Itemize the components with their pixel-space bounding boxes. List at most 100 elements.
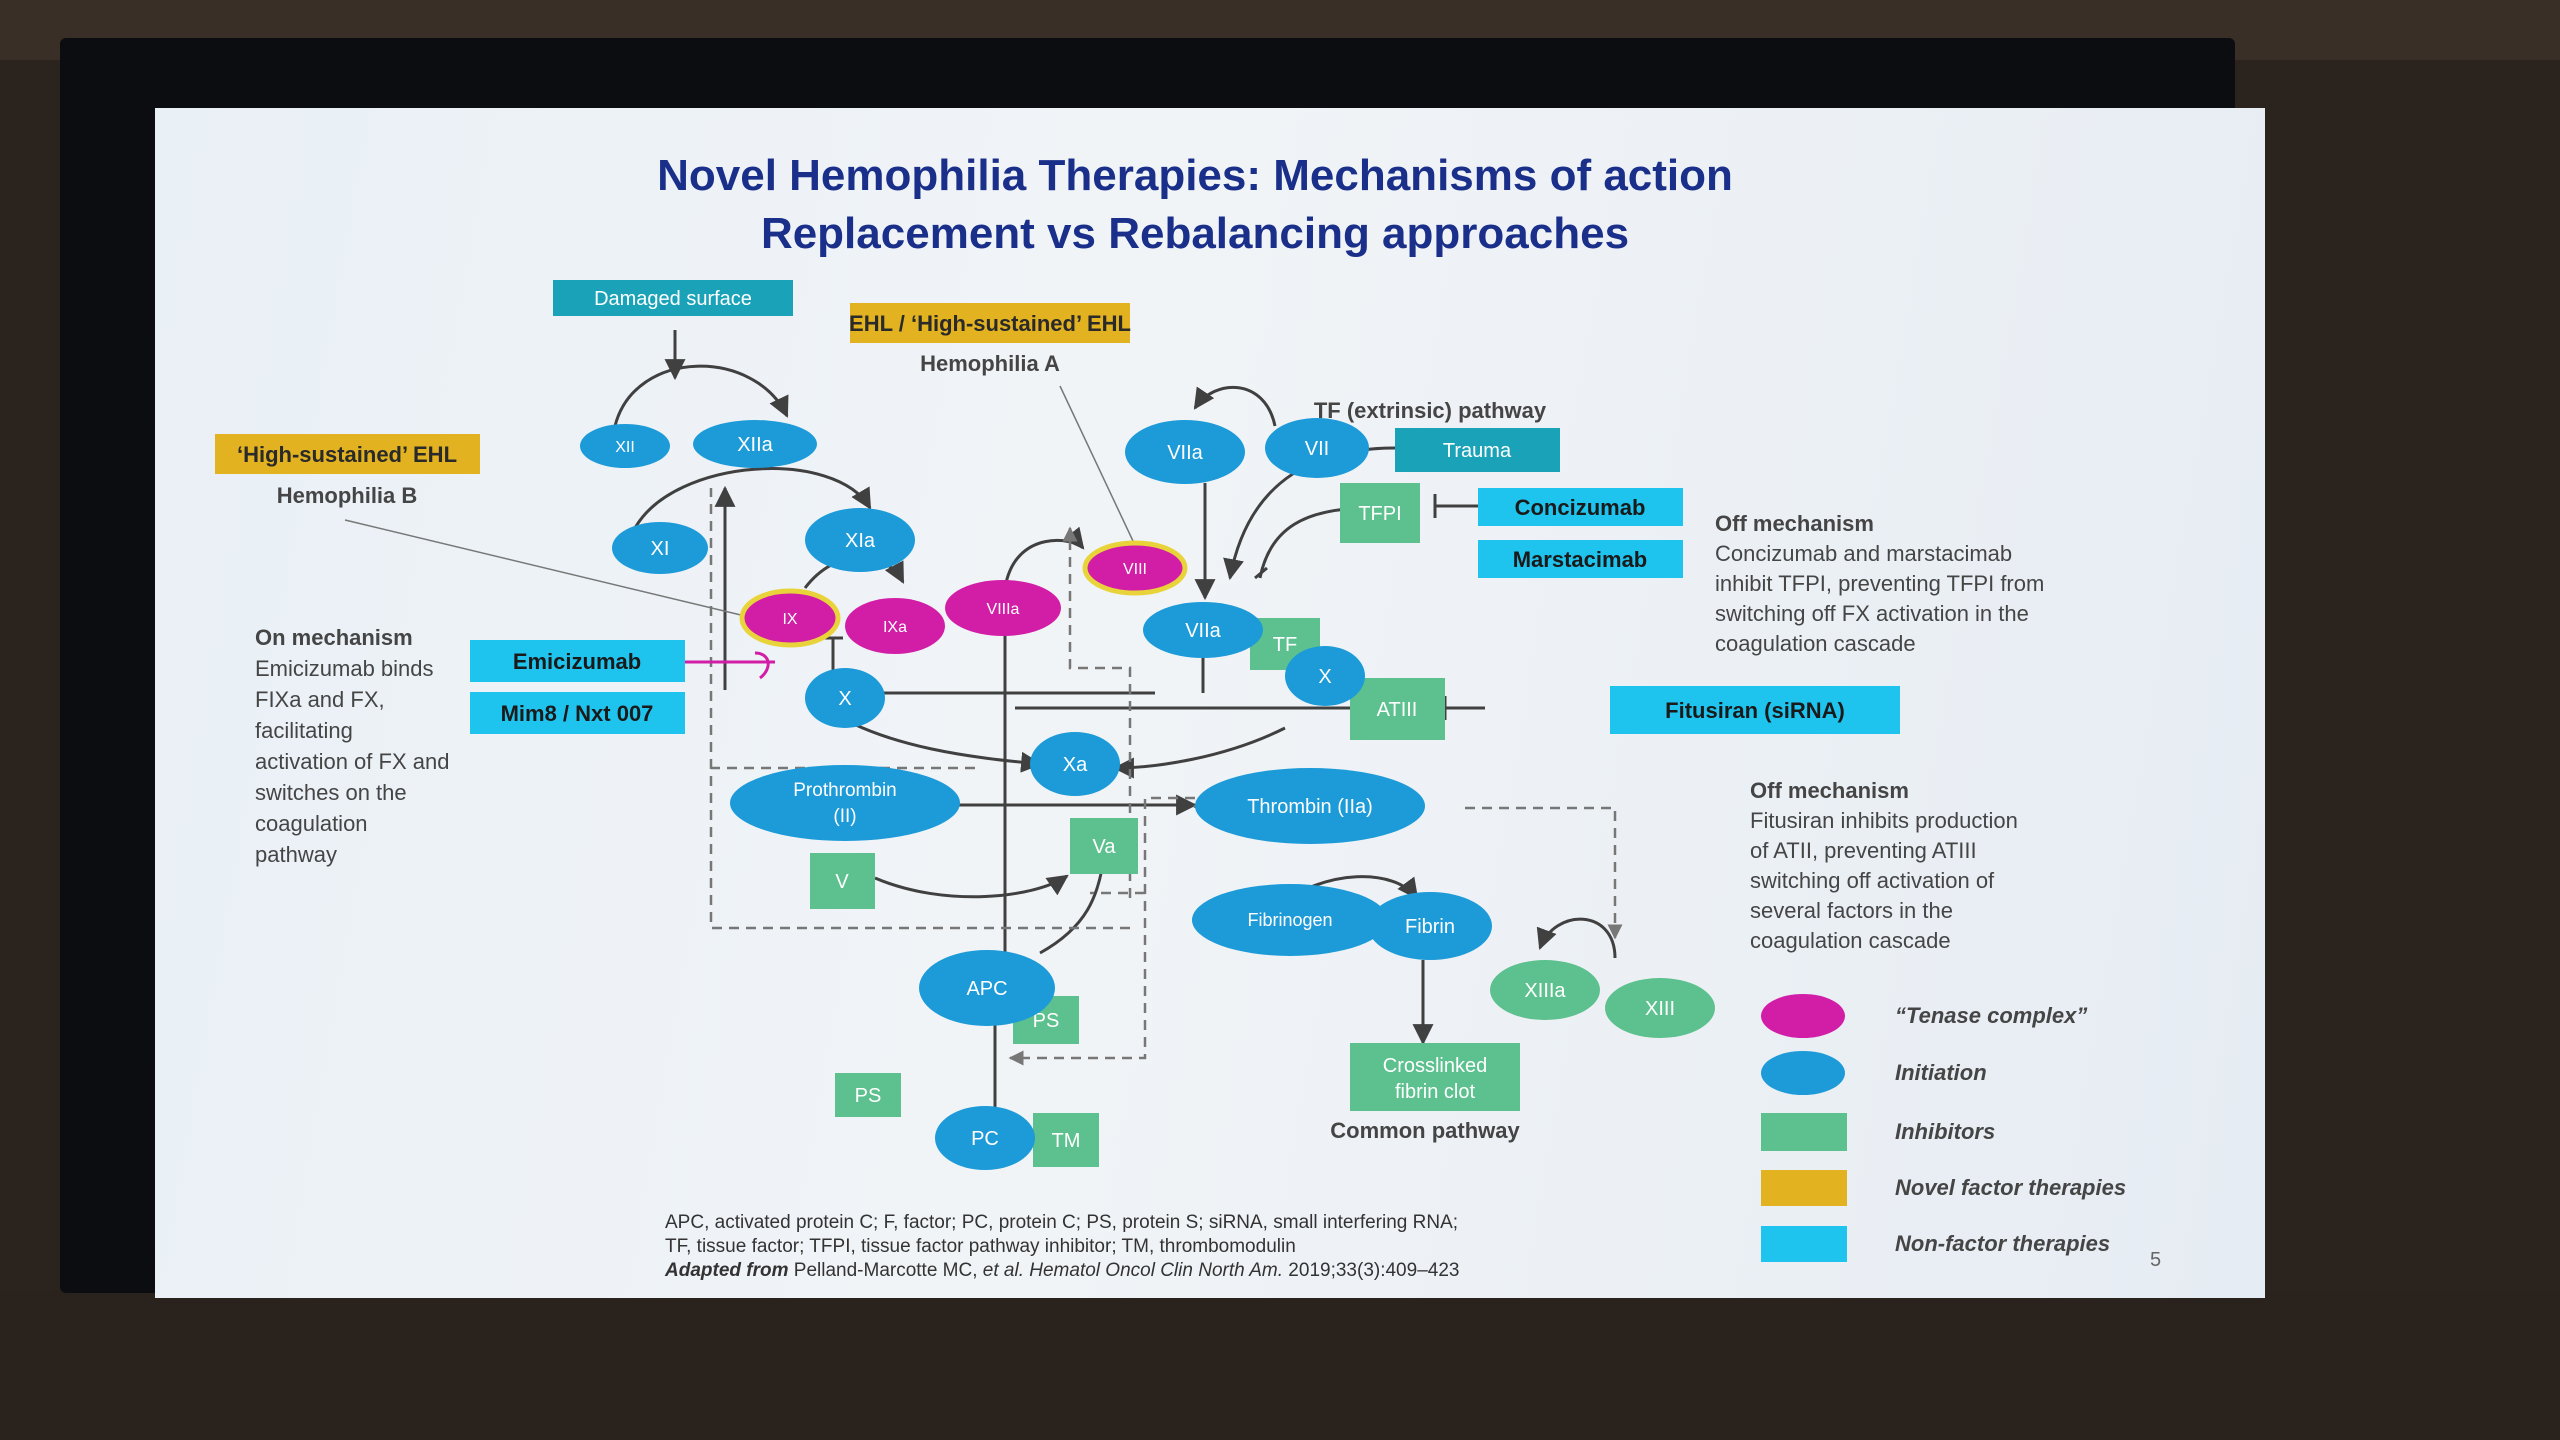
svg-text:TM: TM <box>1052 1130 1081 1152</box>
node-xi: XI <box>612 522 708 574</box>
tm-box: TM <box>1033 1113 1099 1167</box>
svg-text:TF: TF <box>1273 634 1297 656</box>
svg-text:Xa: Xa <box>1063 754 1088 776</box>
svg-text:VIIa: VIIa <box>1167 442 1203 464</box>
ehl-hemophilia-a-box: EHL / ‘High-sustained’ EHL <box>849 303 1131 343</box>
svg-text:Non-factor therapies: Non-factor therapies <box>1895 1231 2110 1256</box>
legend-item-novel-factor: Novel factor therapies <box>1761 1170 2126 1206</box>
svg-text:Fibrinogen: Fibrinogen <box>1247 910 1332 930</box>
crosslinked-fibrin-clot-box: Crosslinked fibrin clot <box>1350 1043 1520 1111</box>
svg-text:coagulation cascade: coagulation cascade <box>1750 928 1951 953</box>
node-fibrinogen: Fibrinogen <box>1192 884 1388 956</box>
node-prothrombin: Prothrombin (II) <box>730 765 960 841</box>
svg-text:Concizumab and marstacimab: Concizumab and marstacimab <box>1715 541 2012 566</box>
svg-text:Damaged surface: Damaged surface <box>594 288 752 310</box>
svg-text:Marstacimab: Marstacimab <box>1513 547 1648 572</box>
svg-text:V: V <box>835 871 849 893</box>
hemophilia-a-label: Hemophilia A <box>920 351 1060 376</box>
svg-text:switches on the: switches on the <box>255 780 407 805</box>
node-x-right: X <box>1285 646 1365 706</box>
node-xia: XIa <box>805 508 915 572</box>
svg-text:fibrin clot: fibrin clot <box>1395 1081 1475 1103</box>
atiii-box: ATIII <box>1350 678 1445 740</box>
hemophilia-pointers <box>344 385 1134 617</box>
svg-text:VIII: VIII <box>1123 561 1147 578</box>
svg-text:Va: Va <box>1093 836 1117 858</box>
svg-text:EHL / ‘High-sustained’ EHL: EHL / ‘High-sustained’ EHL <box>849 311 1131 336</box>
node-viiia-tenase: VIIIa <box>945 580 1061 636</box>
marstacimab-box: Marstacimab <box>1478 540 1683 578</box>
svg-text:IXa: IXa <box>883 619 907 636</box>
svg-text:several factors in the: several factors in the <box>1750 898 1953 923</box>
svg-text:TFPI: TFPI <box>1358 503 1401 525</box>
node-thrombin: Thrombin (IIa) <box>1195 768 1425 844</box>
legend-item-non-factor: Non-factor therapies <box>1761 1226 2110 1262</box>
node-xiii: XIII <box>1605 978 1715 1038</box>
svg-text:Trauma: Trauma <box>1443 440 1512 462</box>
slide-title-line1: Novel Hemophilia Therapies: Mechanisms o… <box>657 151 1733 200</box>
ehl-hemophilia-b-box: ‘High-sustained’ EHL <box>215 434 480 474</box>
svg-text:Novel factor therapies: Novel factor therapies <box>1895 1175 2126 1200</box>
node-xa: Xa <box>1030 732 1120 796</box>
node-xii: XII <box>580 424 670 468</box>
svg-text:Off mechanism: Off mechanism <box>1750 778 1909 803</box>
va-box: Va <box>1070 818 1138 874</box>
svg-text:On mechanism: On mechanism <box>255 625 413 650</box>
concizumab-box: Concizumab <box>1478 488 1683 526</box>
svg-text:XI: XI <box>651 538 670 560</box>
damaged-surface-box: Damaged surface <box>553 280 793 316</box>
svg-text:activation of FX and: activation of FX and <box>255 749 449 774</box>
svg-text:Thrombin (IIa): Thrombin (IIa) <box>1247 796 1373 818</box>
legend-item-inhibitors: Inhibitors <box>1761 1113 1995 1151</box>
svg-text:switching off activation of: switching off activation of <box>1750 868 1995 893</box>
svg-text:“Tenase complex”: “Tenase complex” <box>1895 1003 2087 1028</box>
svg-text:Mim8 / Nxt 007: Mim8 / Nxt 007 <box>501 701 654 726</box>
svg-text:XIa: XIa <box>845 530 876 552</box>
svg-text:Emicizumab: Emicizumab <box>513 649 641 674</box>
tf-pathway-label: TF (extrinsic) pathway <box>1314 398 1547 423</box>
emicizumab-box: Emicizumab <box>470 640 685 682</box>
svg-text:ATIII: ATIII <box>1377 699 1418 721</box>
svg-text:XIII: XIII <box>1645 998 1675 1020</box>
mim8-box: Mim8 / Nxt 007 <box>470 692 685 734</box>
node-xiiia: XIIIa <box>1490 960 1600 1020</box>
footnote: APC, activated protein C; F, factor; PC,… <box>664 1212 1459 1281</box>
footnote-citation: Adapted from Pelland-Marcotte MC, et al.… <box>664 1260 1459 1281</box>
off-mechanism-tfpi-note: Off mechanism Concizumab and marstacimab… <box>1715 511 2044 656</box>
svg-text:Prothrombin: Prothrombin <box>793 780 897 801</box>
svg-text:coagulation: coagulation <box>255 811 368 836</box>
svg-text:‘High-sustained’ EHL: ‘High-sustained’ EHL <box>237 442 457 467</box>
node-viia-top: VIIa <box>1125 420 1245 484</box>
svg-text:X: X <box>1318 666 1331 688</box>
hemophilia-b-label: Hemophilia B <box>277 483 418 508</box>
node-vii: VII <box>1265 418 1369 478</box>
svg-text:Inhibitors: Inhibitors <box>1895 1119 1995 1144</box>
svg-text:facilitating: facilitating <box>255 718 353 743</box>
svg-text:FIXa and FX,: FIXa and FX, <box>255 687 385 712</box>
svg-text:PS: PS <box>1033 1010 1060 1032</box>
node-viii-tenase: VIII <box>1082 540 1188 596</box>
common-pathway-label: Common pathway <box>1330 1118 1520 1143</box>
svg-text:XIIIa: XIIIa <box>1524 980 1566 1002</box>
svg-text:(II): (II) <box>833 806 856 827</box>
node-ixa-tenase: IXa <box>845 598 945 654</box>
svg-text:Fitusiran (siRNA): Fitusiran (siRNA) <box>1665 698 1845 723</box>
svg-text:PS: PS <box>855 1085 882 1107</box>
svg-text:coagulation cascade: coagulation cascade <box>1715 631 1916 656</box>
svg-text:APC: APC <box>966 978 1007 1000</box>
node-apc: APC <box>919 950 1055 1026</box>
feedback-dashed-paths <box>709 488 1623 1066</box>
node-xiia: XIIa <box>693 420 817 468</box>
footnote-line1: APC, activated protein C; F, factor; PC,… <box>665 1212 1458 1233</box>
svg-text:IX: IX <box>782 611 797 628</box>
on-mechanism-note: On mechanism Emicizumab binds FIXa and F… <box>255 625 449 867</box>
svg-text:pathway: pathway <box>255 842 337 867</box>
svg-text:Initiation: Initiation <box>1895 1060 1987 1085</box>
node-pc: PC <box>935 1106 1035 1170</box>
slide-screen: Novel Hemophilia Therapies: Mechanisms o… <box>155 108 2265 1298</box>
svg-text:of ATII, preventing ATIII: of ATII, preventing ATIII <box>1750 838 1977 863</box>
slide-title-line2: Replacement vs Rebalancing approaches <box>761 209 1629 258</box>
legend-item-initiation: Initiation <box>1761 1051 1987 1095</box>
svg-text:Crosslinked: Crosslinked <box>1383 1055 1487 1077</box>
svg-text:Fitusiran inhibits production: Fitusiran inhibits production <box>1750 808 2018 833</box>
